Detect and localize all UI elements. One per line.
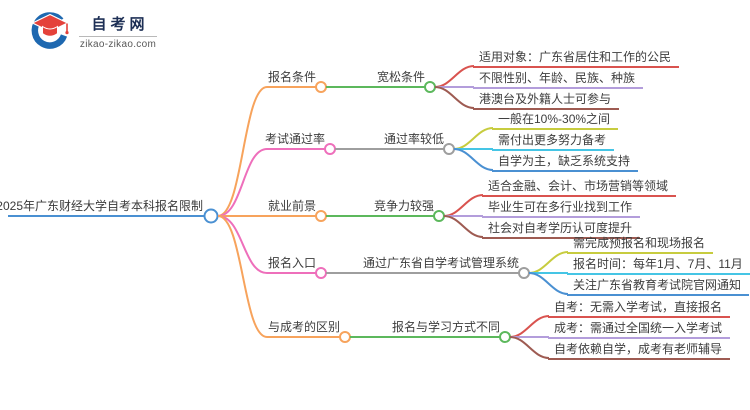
connector-line — [528, 272, 569, 295]
connector-line — [443, 194, 484, 217]
connector-line — [434, 86, 475, 109]
root-label[interactable]: 2025年广东财经大学自考本科报名限制 — [0, 199, 203, 213]
site-domain: zikao-zikao.com — [79, 39, 157, 50]
leaf-label[interactable]: 港澳台及外籍人士可参与 — [473, 91, 620, 110]
leaf-label[interactable]: 自考依赖自学，成考有老师辅导 — [548, 341, 731, 360]
leaf-label[interactable]: 报名时间：每年1月、7月、11月 — [567, 256, 750, 275]
leaf-label[interactable]: 毕业生可在多行业找到工作 — [482, 199, 641, 218]
connector-line — [453, 148, 494, 171]
logo-text-block: 自考网 zikao-zikao.com — [79, 16, 157, 50]
leaf-label[interactable]: 关注广东省教育考试院官网通知 — [567, 277, 750, 296]
sub-label[interactable]: 宽松条件 — [376, 70, 425, 84]
connector-line — [217, 215, 340, 338]
connector-line — [217, 86, 316, 217]
connector-line — [453, 127, 494, 150]
sub-label[interactable]: 通过广东省自学考试管理系统 — [362, 256, 519, 270]
sub-node-circle[interactable] — [443, 143, 455, 155]
leaf-label[interactable]: 自考：无需入学考试，直接报名 — [548, 299, 731, 318]
branch-node-circle[interactable] — [324, 143, 336, 155]
connector-line — [528, 251, 569, 274]
branch-label[interactable]: 就业前景 — [267, 199, 316, 213]
sub-node-circle[interactable] — [518, 267, 530, 279]
branch-node-circle[interactable] — [315, 210, 327, 222]
leaf-label[interactable]: 需完成预报名和现场报名 — [567, 235, 714, 254]
branch-label[interactable]: 报名条件 — [267, 70, 316, 84]
leaf-label[interactable]: 一般在10%-30%之间 — [492, 111, 619, 130]
site-logo[interactable]: 自考网 zikao-zikao.com — [28, 12, 157, 54]
logo-divider — [79, 36, 157, 37]
sub-label[interactable]: 竞争力较强 — [373, 199, 434, 213]
connector-line — [443, 215, 484, 238]
connector-line — [509, 336, 550, 359]
branch-node-circle[interactable] — [339, 331, 351, 343]
branch-label[interactable]: 与成考的区别 — [267, 320, 340, 334]
graduation-cap-icon — [31, 12, 69, 49]
connector-line — [217, 148, 325, 217]
sub-node-circle[interactable] — [499, 331, 511, 343]
branch-label[interactable]: 报名入口 — [267, 256, 316, 270]
sub-node-circle[interactable] — [424, 81, 436, 93]
leaf-label[interactable]: 社会对自考学历认可度提升 — [482, 220, 641, 239]
leaf-label[interactable]: 成考：需通过全国统一入学考试 — [548, 320, 731, 339]
leaf-label[interactable]: 需付出更多努力备考 — [492, 132, 615, 151]
connector-line — [509, 315, 550, 338]
sub-label[interactable]: 报名与学习方式不同 — [391, 320, 500, 334]
branch-node-circle[interactable] — [315, 81, 327, 93]
connector-line — [434, 65, 475, 88]
leaf-label[interactable]: 适用对象：广东省居住和工作的公民 — [473, 49, 680, 68]
branch-node-circle[interactable] — [315, 267, 327, 279]
connector-line — [217, 215, 316, 274]
branch-label[interactable]: 考试通过率 — [264, 132, 325, 146]
root-node-circle[interactable] — [203, 208, 219, 224]
sub-node-circle[interactable] — [433, 210, 445, 222]
leaf-label[interactable]: 不限性别、年龄、民族、种族 — [473, 70, 644, 89]
sub-label[interactable]: 通过率较低 — [383, 132, 444, 146]
leaf-label[interactable]: 自学为主，缺乏系统支持 — [492, 153, 639, 172]
leaf-label[interactable]: 适合金融、会计、市场营销等领域 — [482, 178, 677, 197]
site-name: 自考网 — [91, 16, 149, 33]
